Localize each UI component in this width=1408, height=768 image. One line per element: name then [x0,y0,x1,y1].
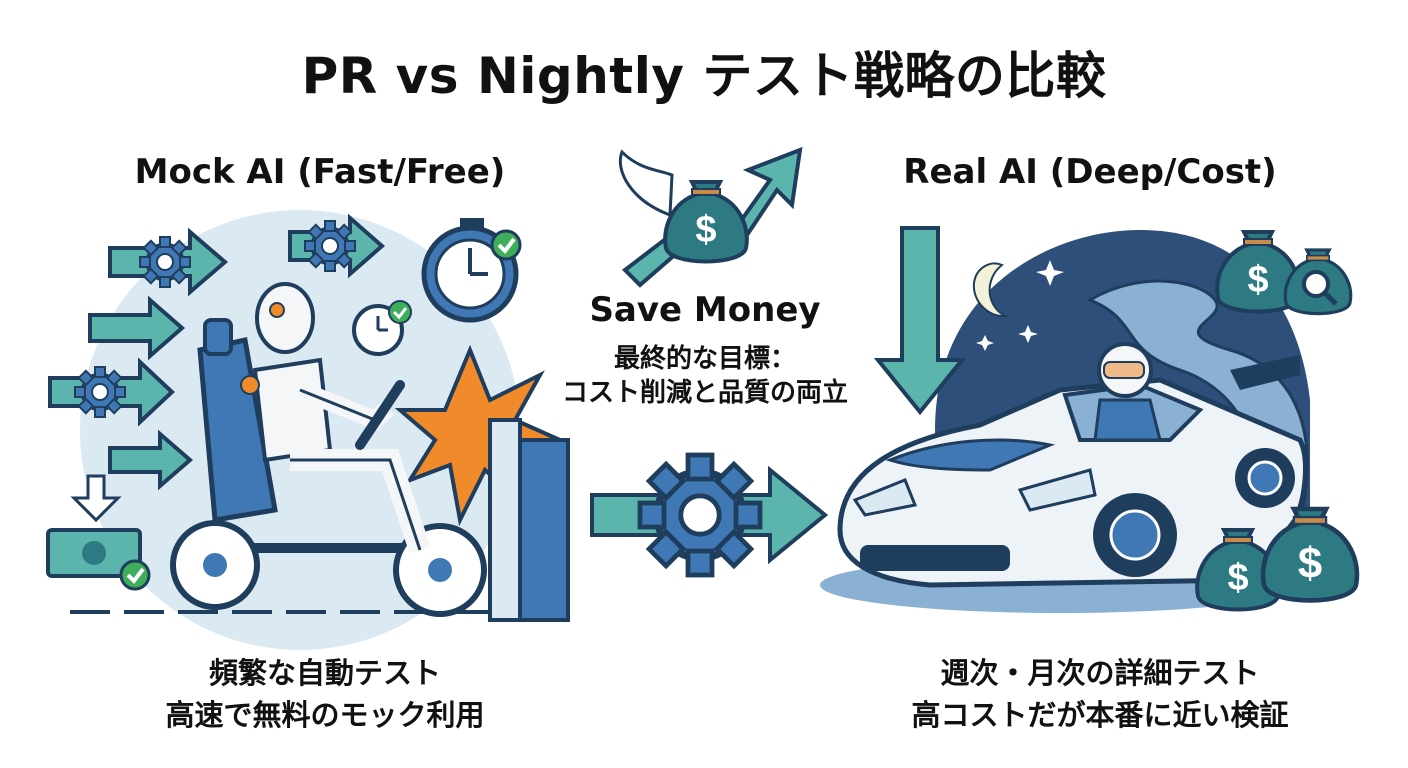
arrow-down-icon [873,226,967,416]
crash-wall [488,418,570,622]
gear-icon [303,219,357,273]
crash-burst [394,344,566,527]
real-ai-illustration: $ $ $ [820,226,1357,613]
dollar-sign: $ [695,209,716,251]
real-ai-caption-line-1: 週次・月次の詳細テスト [940,656,1260,690]
page-title: PR vs Nightly テスト戦略の比較 [301,47,1107,105]
banknote-icon [46,528,151,591]
real-ai-heading: Real AI (Deep/Cost) [903,152,1277,192]
svg-text:$: $ [1227,557,1248,599]
svg-text:$: $ [1298,539,1322,588]
gear-icon [640,455,760,575]
save-money-label: Save Money [589,290,821,330]
mock-ai-heading: Mock AI (Fast/Free) [134,152,506,192]
mock-ai-caption-line-2: 高速で無料のモック利用 [165,698,485,733]
mock-ai-caption: 頻繁な自動テスト 高速で無料のモック利用 [90,652,560,736]
goal-line-1: 最終的な目標： [613,344,796,374]
star-icon [976,260,1064,351]
money-bag-icon: $ [1215,230,1301,314]
money-bag-icon: $ [1195,528,1281,612]
save-money-illustration: $ [590,146,829,575]
checkmark-icon [388,300,412,324]
test-cart [170,318,487,617]
magnifier-icon [1302,270,1338,306]
real-ai-caption: 週次・月次の詳細テスト 高コストだが本番に近い検証 [840,652,1360,736]
mock-ai-caption-line-1: 頻繁な自動テスト [208,656,441,690]
svg-text:$: $ [1247,259,1268,301]
crash-dummy-icon [240,282,431,554]
sports-car-icon [837,342,1308,588]
arrow-down-icon [70,474,122,523]
moon-icon [972,262,1009,318]
real-ai-caption-line-2: 高コストだが本番に近い検証 [911,698,1289,733]
gear-icon [73,365,127,419]
mock-ai-illustration [46,210,570,650]
money-bag-icon: $ [1263,509,1357,600]
road [1086,279,1309,522]
winged-money-bag-icon: $ [618,149,749,264]
gear-icon [138,235,192,289]
goal-line-2: コスト削減と品質の両立 [561,378,848,409]
checkmark-icon [490,229,522,261]
goal-text: 最終的な目標： コスト削減と品質の両立 [540,342,870,411]
